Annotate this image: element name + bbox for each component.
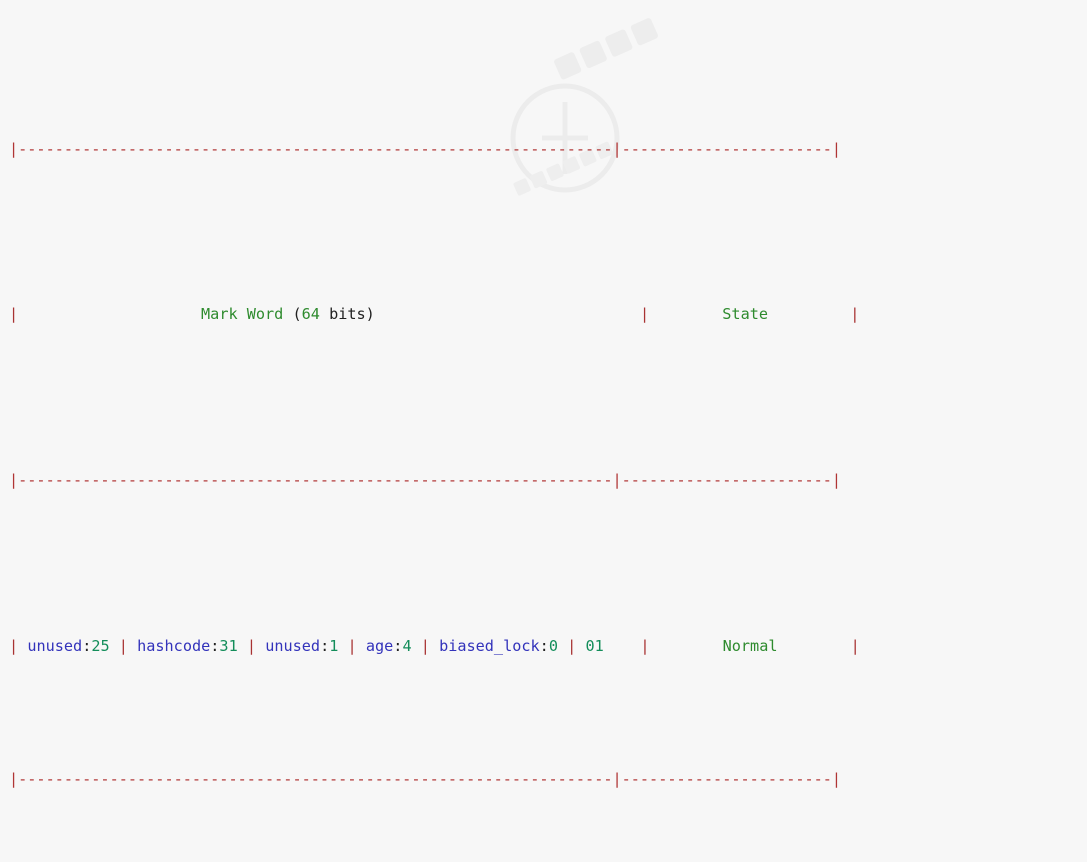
field-label: biased_lock (439, 636, 540, 655)
header-row: | Mark Word (64 bits) | State | (0, 298, 1087, 331)
field-label: unused (265, 636, 321, 655)
field-pipe: | (118, 636, 128, 655)
field-label: unused (27, 636, 83, 655)
state-label: Normal (722, 636, 778, 655)
border-pipe-right: | (850, 305, 860, 324)
field-pipe: | (420, 636, 430, 655)
state-trail-pad (778, 637, 851, 655)
table-row: | unused:25 | hashcode:31 | unused:1 | a… (9, 636, 860, 655)
header-mid-pad (375, 305, 640, 323)
row-pad (604, 637, 641, 655)
field-pipe: | (246, 636, 257, 655)
field-bits: 25 (91, 636, 110, 655)
state-lead-pad (649, 637, 722, 655)
column-divider-pipe: | (640, 636, 650, 655)
header-bits-word: bits (319, 305, 366, 324)
header-left-pad (18, 305, 201, 323)
tag-bits: 01 (585, 636, 604, 655)
rule-top: |---------------------------------------… (0, 133, 1087, 166)
border-pipe-left: | (9, 636, 19, 655)
rule-text: |---------------------------------------… (9, 139, 842, 158)
header-paren-close: ) (365, 305, 375, 324)
header-state-trail-pad (768, 305, 850, 323)
header-bit-count: 64 (301, 305, 320, 324)
field-bits: 31 (219, 636, 238, 655)
header-state-text: State (722, 305, 768, 324)
field-pipe: | (347, 636, 357, 655)
field-bits: 1 (329, 636, 339, 655)
field-label: age (365, 636, 394, 655)
field-bits: 4 (402, 636, 412, 655)
header-state-lead-pad (649, 305, 722, 323)
header-mark-word-text: Mark Word (201, 305, 293, 324)
border-pipe-right: | (850, 636, 860, 655)
tag-pipe: | (567, 636, 577, 655)
field-bits: 0 (548, 636, 558, 655)
field-label: hashcode (137, 636, 211, 655)
header-paren-open: ( (292, 305, 302, 324)
ascii-table-code-block: |---------------------------------------… (0, 133, 1087, 788)
rule-text: |---------------------------------------… (9, 471, 842, 490)
rule-under-header: |---------------------------------------… (0, 464, 1087, 497)
rule-text: |---------------------------------------… (9, 769, 842, 788)
rule-separator: |---------------------------------------… (0, 763, 1087, 796)
column-divider-pipe: | (639, 305, 650, 324)
border-pipe-left: | (9, 305, 19, 324)
